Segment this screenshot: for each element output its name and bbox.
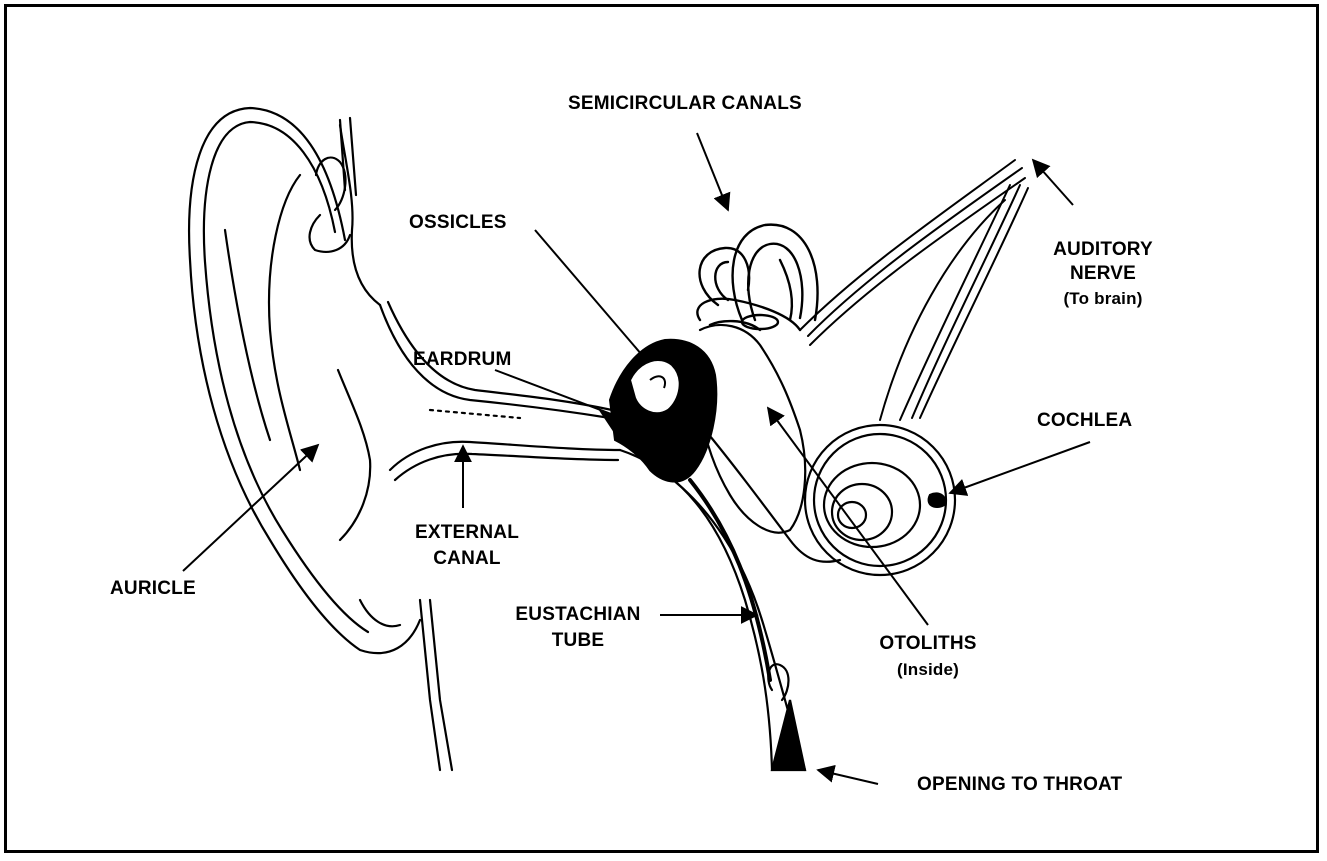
label-cochlea: COCHLEA: [1037, 409, 1132, 433]
label-external-canal-line2: CANAL: [433, 547, 501, 571]
leader-lines: [183, 133, 1090, 784]
auricle-shape: [189, 108, 452, 770]
auditory-nerve-shape: [800, 160, 1028, 420]
label-auricle: AURICLE: [110, 577, 196, 601]
label-auditory-nerve-line2: NERVE: [1070, 262, 1136, 286]
arrow-auricle: [183, 445, 318, 571]
arrow-auditory-nerve: [1033, 160, 1073, 205]
label-eustachian-tube-line1: EUSTACHIAN: [515, 603, 640, 627]
label-semicircular-canals: SEMICIRCULAR CANALS: [568, 92, 802, 116]
cochlea-shape: [805, 425, 955, 575]
arrow-semicircular-canals: [697, 133, 728, 210]
label-ossicles: OSSICLES: [409, 211, 507, 235]
label-otoliths-note: (Inside): [897, 658, 959, 682]
label-auditory-nerve-note: (To brain): [1063, 287, 1142, 311]
label-eardrum: EARDRUM: [413, 348, 512, 372]
arrow-opening-to-throat: [818, 770, 878, 784]
line-ossicles: [535, 230, 642, 355]
arrow-cochlea: [950, 442, 1090, 493]
label-eustachian-tube-line2: TUBE: [552, 629, 605, 653]
label-otoliths: OTOLITHS: [879, 632, 976, 656]
label-auditory-nerve-line1: AUDITORY: [1053, 238, 1153, 262]
external-canal-shape: [380, 302, 620, 480]
label-external-canal-line1: EXTERNAL: [415, 521, 519, 545]
arrow-otoliths: [768, 408, 928, 625]
semicircular-canals-shape: [697, 225, 817, 330]
label-opening-to-throat: OPENING TO THROAT: [917, 773, 1122, 797]
eustachian-tube-shape: [620, 450, 805, 770]
